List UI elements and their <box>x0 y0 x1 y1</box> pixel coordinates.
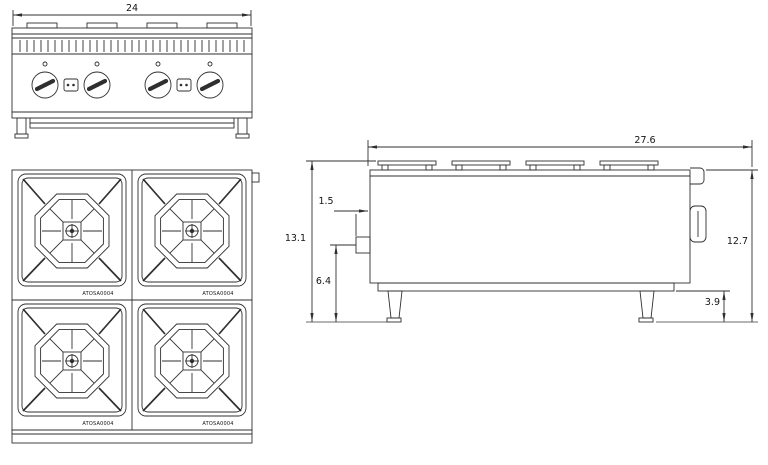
top-view: ATOSA0004 ATOSA0004 ATOSA0004 ATOSA0004 <box>11 169 260 444</box>
base-band <box>11 111 253 119</box>
dim-overall-height <box>306 160 376 322</box>
dim-inlet-offset <box>334 209 368 236</box>
dim-label-width: 24 <box>126 3 138 14</box>
grate-edge <box>146 22 178 29</box>
igniter-plate-left <box>63 78 79 92</box>
front-trim <box>690 167 705 185</box>
burner-grate-4 <box>137 303 247 417</box>
side-leg-left <box>386 290 403 323</box>
dim-label-leg-height: 3.9 <box>705 297 720 308</box>
grate-edge <box>206 22 238 29</box>
dim-inlet-height <box>330 244 356 322</box>
grate-bar-4 <box>599 160 659 171</box>
grate-label-1: ATOSA0004 <box>82 291 113 297</box>
dim-depth <box>367 140 753 167</box>
vent-louvers <box>19 40 245 52</box>
dim-label-depth: 27.6 <box>634 135 655 146</box>
dim-label-overall-height: 13.1 <box>285 233 306 244</box>
grate-edge <box>86 22 118 29</box>
grate-bar-1 <box>377 160 437 171</box>
grate-label-3: ATOSA0004 <box>82 421 113 427</box>
front-edge-strip <box>11 429 253 444</box>
side-knob <box>689 205 707 243</box>
dim-leg-height <box>676 290 730 322</box>
grate-label-2: ATOSA0004 <box>202 291 233 297</box>
control-knob-1 <box>31 61 59 99</box>
control-knob-3 <box>144 61 172 99</box>
grate-label-4: ATOSA0004 <box>202 421 233 427</box>
bottom-band <box>377 282 675 292</box>
front-leg-left <box>14 117 29 139</box>
side-leg-right <box>638 290 655 323</box>
burner-grate-3 <box>17 303 127 417</box>
dim-label-inlet-offset: 1.5 <box>318 196 333 207</box>
dim-body-height <box>706 169 758 322</box>
front-leg-right <box>235 117 250 139</box>
side-tab <box>251 172 260 183</box>
grate-bar-2 <box>451 160 511 171</box>
grate-bar-3 <box>525 160 585 171</box>
side-view <box>355 160 707 323</box>
dim-label-inlet-height: 6.4 <box>316 276 331 287</box>
dim-label-body-height: 12.7 <box>727 236 748 247</box>
burner-grate-1 <box>17 173 127 287</box>
control-knob-4 <box>196 61 224 99</box>
grate-edge <box>26 22 58 29</box>
gas-inlet <box>355 236 371 254</box>
igniter-plate-right <box>176 78 192 92</box>
front-view <box>11 22 253 139</box>
burner-grate-2 <box>137 173 247 287</box>
control-knob-2 <box>83 61 111 99</box>
side-body <box>369 169 691 284</box>
dim-front-width <box>12 10 252 26</box>
